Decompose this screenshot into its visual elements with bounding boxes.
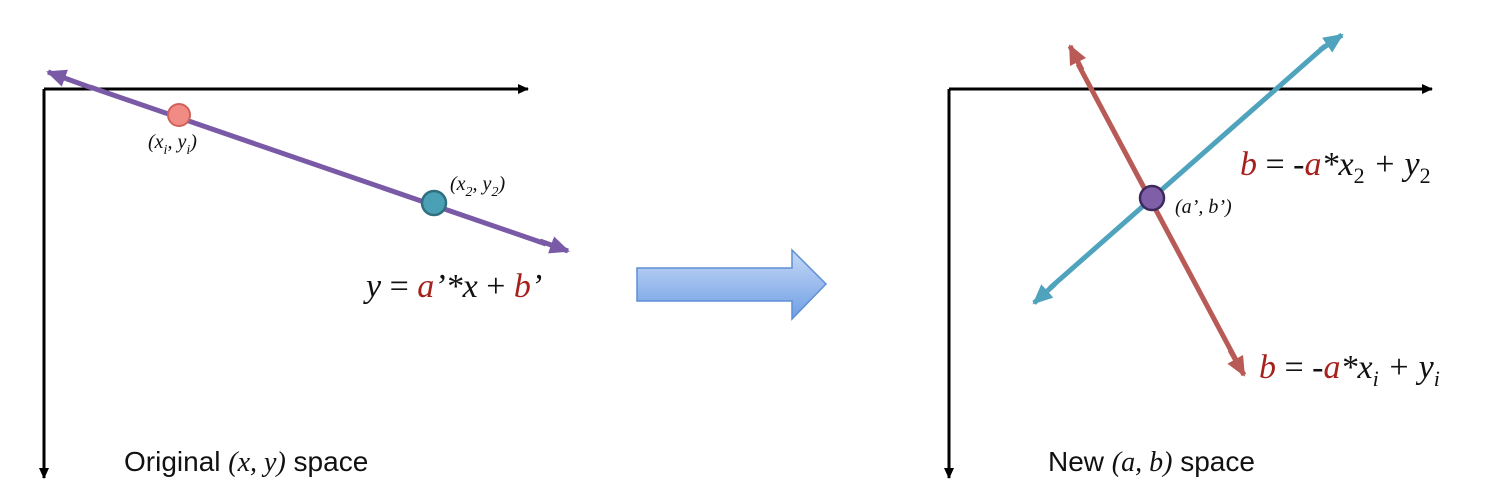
right-panel: (a’, b’) b = -a*x2 + y2 b = -a*xi + yi N… xyxy=(944,32,1440,479)
intersection-point xyxy=(1138,184,1166,212)
left-panel: (xi, yi) (x2, y2) y = a’*x + b’ Original… xyxy=(39,69,570,479)
left-caption: Original (x, y) space xyxy=(124,446,368,478)
point-xi-yi-label: (xi, yi) xyxy=(148,131,197,158)
equation-teal-line: b = -a*x2 + y2 xyxy=(1240,146,1431,188)
purple-line xyxy=(89,84,547,247)
teal-line-arrow-down xyxy=(1032,282,1057,305)
equation-red-line: b = -a*xi + yi xyxy=(1259,349,1440,391)
teal-line-arrow-up xyxy=(1318,32,1344,53)
point-x2-y2 xyxy=(420,189,448,217)
red-line xyxy=(1075,62,1239,362)
point-x2-y2-label: (x2, y2) xyxy=(450,173,505,200)
intersection-label: (a’, b’) xyxy=(1175,196,1232,218)
point-xi-yi xyxy=(167,103,191,127)
transform-arrow xyxy=(636,248,828,321)
right-caption: New (a, b) space xyxy=(1048,446,1255,478)
line-equation: y = a’*x + b’ xyxy=(363,268,542,305)
red-line-arrow-up xyxy=(1067,44,1087,72)
red-line-arrow-down xyxy=(1227,348,1247,377)
teal-line xyxy=(1048,44,1327,290)
purple-line-arrow-left xyxy=(46,69,93,91)
purple-line-arrow-right xyxy=(539,236,570,254)
